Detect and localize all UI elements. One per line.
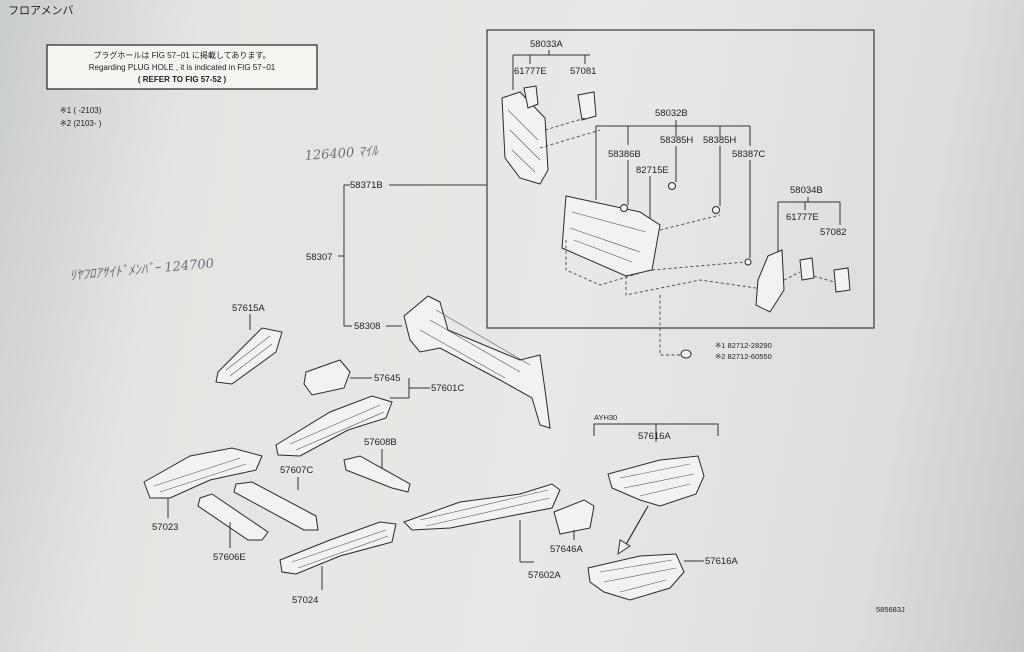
label-58386B: 58386B [608,149,641,160]
label-variant-AYH30: AYH30 [594,413,617,422]
label-57616A-bottom: 57616A [705,556,738,567]
label-58307: 58307 [306,252,332,263]
label-57607C: 57607C [280,465,313,476]
notice-box [46,44,318,90]
part-57606E [197,493,269,541]
part-57082-clip [833,267,851,293]
part-61777E-bracket [523,85,539,109]
part-57608B [343,455,411,493]
part-57615A [215,327,283,385]
label-57606E: 57606E [213,552,246,563]
label-57601C: 57601C [431,383,464,394]
assembly-frame [486,29,875,329]
label-57616A-top: 57616A [638,431,671,442]
label-57615A: 57615A [232,303,265,314]
handwritten-note-left: ﾘﾔﾌﾛｱｻｲﾄﾞﾒﾝﾊﾞｰ 124700 [69,255,215,284]
label-57023: 57023 [152,522,178,533]
label-57646A: 57646A [550,544,583,555]
page-title: フロアメンバ [8,4,73,17]
part-57616A-bottom [587,553,685,601]
part-57616A-top [607,455,705,507]
part-57602A [403,483,561,531]
label-58385H-2: 58385H [703,135,736,146]
part-57645 [303,359,351,396]
label-plug-2: ※2 82712-60550 [715,352,772,361]
label-61777E-top: 61777E [514,66,547,77]
part-61777E-right-bracket [799,257,815,281]
label-57602A: 57602A [528,570,561,581]
label-58032B: 58032B [655,108,688,119]
label-58034B: 58034B [790,185,823,196]
label-58033A: 58033A [530,39,563,50]
part-58034B-panel [755,249,785,313]
label-57081: 57081 [570,66,596,77]
label-57608B: 57608B [364,437,397,448]
label-58387C: 58387C [732,149,765,160]
note-1: ※1 ( -2103) [60,106,102,115]
part-58033A-panel [501,91,549,185]
part-57646A [553,499,595,535]
note-2: ※2 (2103- ) [60,119,102,128]
label-plug-1: ※1 82712-28290 [715,341,772,350]
figure-code: 585683J [876,605,905,614]
part-57601C [275,395,393,457]
label-57082: 57082 [820,227,846,238]
label-57024: 57024 [292,595,318,606]
label-58371B: 58371B [350,180,383,191]
label-57645: 57645 [374,373,400,384]
plug-part [680,349,692,359]
part-57024 [279,521,397,575]
part-58032B-crossmember [561,195,661,277]
notice-line-2: Regarding PLUG HOLE , it is indicated in… [89,63,276,72]
part-57081-clip [577,91,597,121]
notice-line-3: ( REFER TO FIG 57-52 ) [138,75,227,84]
part-57607C [233,481,319,531]
label-61777E-right: 61777E [786,212,819,223]
label-82715E: 82715E [636,165,669,176]
notice-line-1: プラグホールは FIG 57−01 に掲載してあります。 [93,50,270,60]
label-58308: 58308 [354,321,380,332]
label-58385H-1: 58385H [660,135,693,146]
handwritten-note-top: 126400 ﾏｲﾙ [304,144,380,164]
